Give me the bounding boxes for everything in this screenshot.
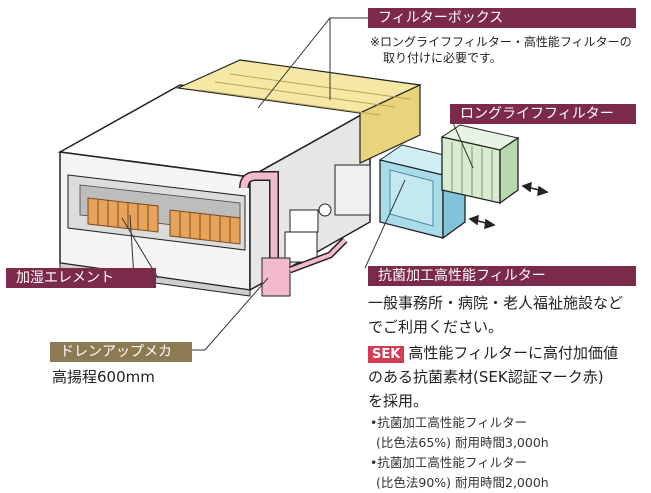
long-life-filter-graphic (440, 124, 520, 205)
spec-2-detail: (比色法90%) 耐用時間2,000h (376, 475, 549, 490)
drain-pump-label: ドレンアップメカ (50, 342, 192, 362)
filter-box-label: フィルターボックス (368, 8, 636, 28)
long-life-filter-label: ロングライフフィルター (450, 104, 636, 124)
description-line5: を採用。 (368, 392, 429, 410)
air-conditioner-unit (57, 84, 373, 297)
description-line3-text: 高性能フィルターに高付加価値 (408, 344, 619, 362)
drain-lift-text: 高揚程600mm (52, 368, 155, 386)
internal-components (284, 164, 371, 263)
filter-box-note-line1: ※ロングライフフィルター・高性能フィルターの (370, 35, 632, 49)
slide-arrow-icons (468, 181, 549, 230)
spec-1-name: •抗菌加工高性能フィルター (370, 415, 528, 430)
filter-box-note-line2: 取り付けに必要です。 (383, 51, 502, 65)
humidifier-element-label: 加湿エレメント (6, 268, 156, 288)
description-line4: のある抗菌素材(SEK認証マーク赤) (368, 368, 604, 386)
humidifier-element-graphic (87, 197, 241, 245)
drain-pump-graphic (239, 171, 348, 297)
description-line2: でご利用ください。 (368, 318, 504, 336)
sek-badge: SEK (368, 346, 405, 363)
filter-box-graphic (175, 59, 423, 164)
spec-2-name: •抗菌加工高性能フィルター (370, 455, 528, 470)
antibacterial-filter-label: 抗菌加工高性能フィルター (368, 266, 636, 286)
description-line1: 一般事務所・病院・老人福祉施設など (368, 294, 624, 312)
spec-1-detail: (比色法65%) 耐用時間3,000h (376, 435, 549, 450)
